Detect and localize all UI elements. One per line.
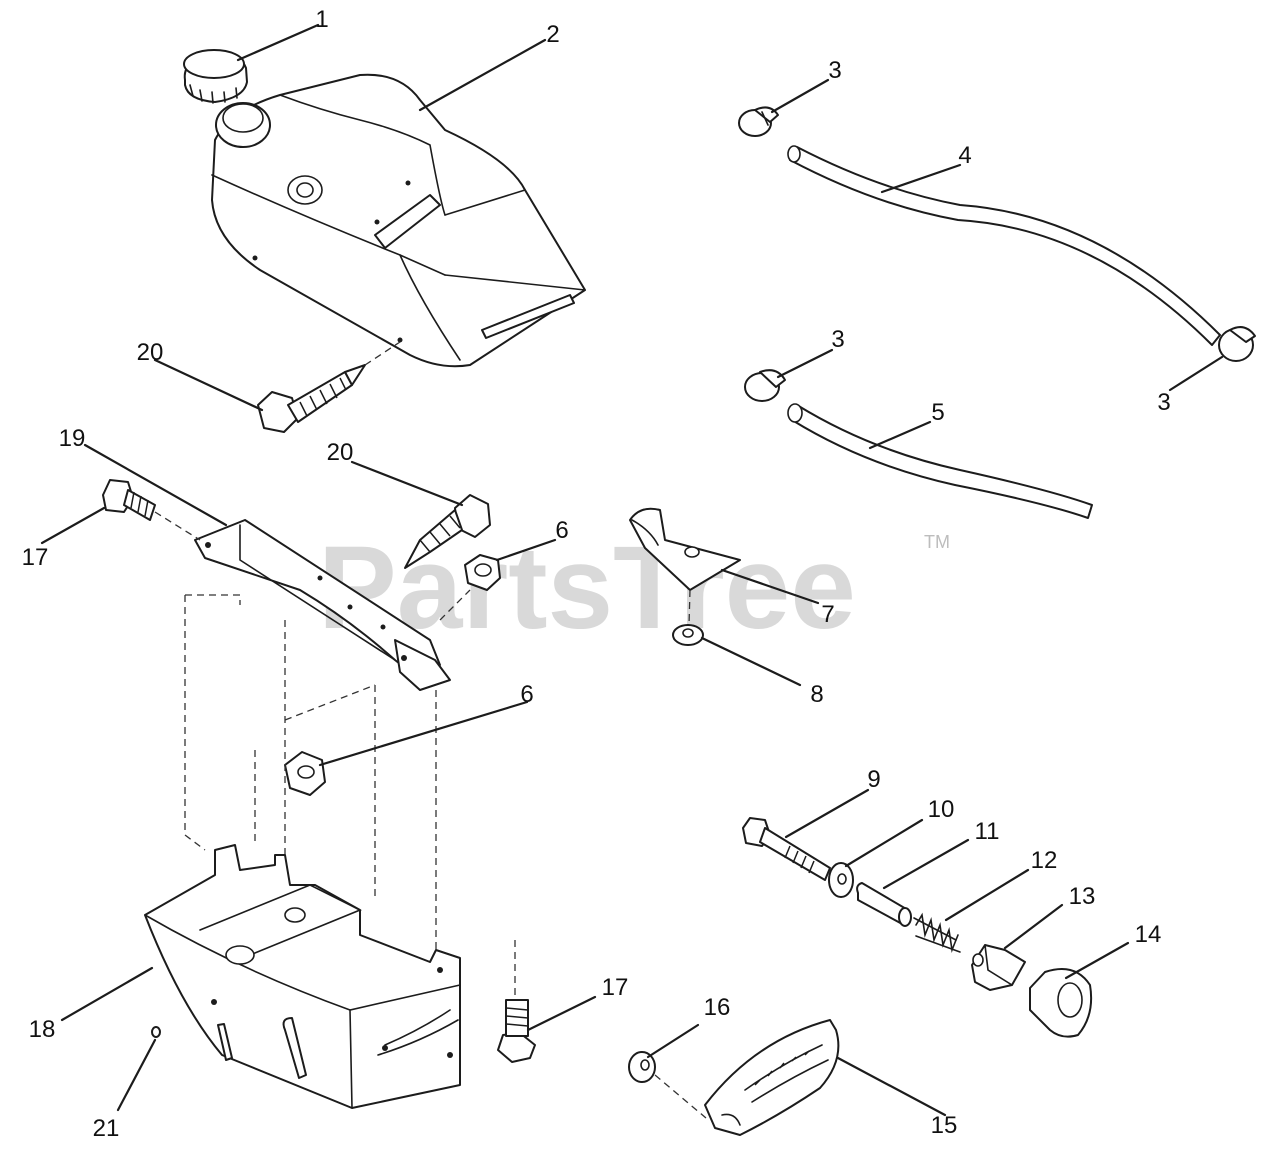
- screw-middle[interactable]: [404, 494, 491, 569]
- fuel-hose-short[interactable]: [787, 403, 1093, 519]
- bolt-lower[interactable]: [497, 999, 536, 1063]
- lock-nut-lower[interactable]: [284, 751, 326, 796]
- callout-10[interactable]: 10: [928, 796, 955, 823]
- screw-upper[interactable]: [257, 364, 366, 433]
- fuel-cap[interactable]: [183, 49, 248, 104]
- callout-16[interactable]: 16: [704, 994, 731, 1021]
- bolt-upper-left[interactable]: [102, 479, 156, 521]
- callouts: 1 2 3 3 3 4 5 6 6 7 8 9 10 11 12 13 14 1…: [22, 6, 1171, 1142]
- adjuster-lever[interactable]: [1029, 968, 1093, 1038]
- hose-clip[interactable]: [629, 507, 741, 591]
- callout-15[interactable]: 15: [931, 1112, 958, 1139]
- index-plate[interactable]: [704, 1019, 840, 1136]
- callout-6[interactable]: 6: [555, 517, 568, 544]
- callout-5[interactable]: 5: [931, 399, 944, 426]
- hose-clamp-right[interactable]: [1218, 326, 1256, 362]
- leader-lines: [40, 23, 1224, 1117]
- callout-19[interactable]: 19: [59, 425, 86, 452]
- callout-21[interactable]: 21: [93, 1115, 120, 1142]
- hose-clamp-middle[interactable]: [744, 369, 786, 402]
- callout-3[interactable]: 3: [828, 57, 841, 84]
- fuel-tank[interactable]: [211, 73, 586, 368]
- callout-17[interactable]: 17: [602, 974, 629, 1001]
- callout-3[interactable]: 3: [1157, 389, 1170, 416]
- watermark-trademark: TM: [924, 532, 950, 552]
- compression-spring[interactable]: [913, 912, 961, 954]
- spacer-tube[interactable]: [856, 882, 912, 927]
- callout-20[interactable]: 20: [137, 339, 164, 366]
- callout-18[interactable]: 18: [29, 1016, 56, 1043]
- washer-10[interactable]: [828, 862, 854, 898]
- callout-3[interactable]: 3: [831, 326, 844, 353]
- callout-17[interactable]: 17: [22, 544, 49, 571]
- callout-7[interactable]: 7: [821, 601, 834, 628]
- mounting-bracket[interactable]: [194, 519, 451, 691]
- fuel-hose-long[interactable]: [787, 145, 1221, 346]
- callout-9[interactable]: 9: [867, 766, 880, 793]
- callout-11[interactable]: 11: [975, 818, 1000, 845]
- callout-8[interactable]: 8: [810, 681, 823, 708]
- carriage-bolt[interactable]: [742, 817, 831, 881]
- callout-12[interactable]: 12: [1031, 847, 1058, 874]
- rivet[interactable]: [151, 1026, 161, 1038]
- callout-6[interactable]: 6: [520, 681, 533, 708]
- shroud-panel[interactable]: [144, 844, 461, 1109]
- callout-1[interactable]: 1: [315, 6, 328, 33]
- adjuster-knob[interactable]: [971, 944, 1026, 991]
- lock-nut-upper[interactable]: [464, 554, 501, 591]
- callout-4[interactable]: 4: [958, 142, 971, 169]
- callout-20[interactable]: 20: [327, 439, 354, 466]
- callout-2[interactable]: 2: [546, 21, 559, 48]
- callout-13[interactable]: 13: [1069, 883, 1096, 910]
- callout-14[interactable]: 14: [1135, 921, 1162, 948]
- flat-washer[interactable]: [672, 624, 704, 646]
- shoulder-washer[interactable]: [628, 1051, 656, 1083]
